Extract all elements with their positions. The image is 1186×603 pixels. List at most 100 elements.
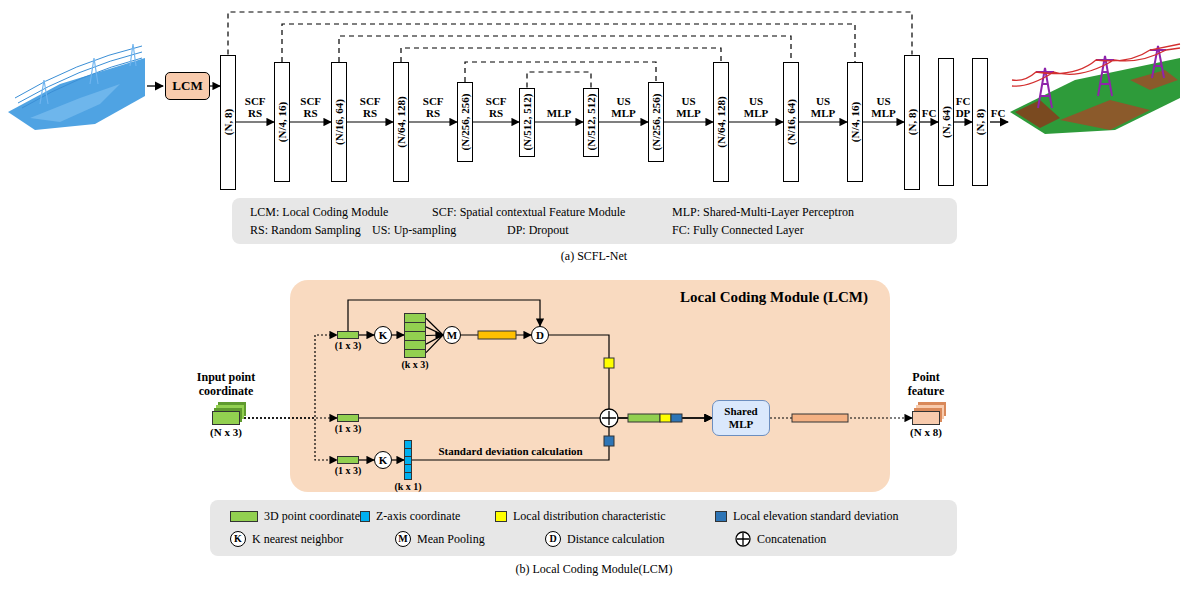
connector [359,459,374,460]
output-stack: Point feature(N x 8) [912,411,940,425]
edge-label: SCF RS [245,95,265,119]
coordinate-bar: (1 x 3) [337,414,359,422]
symbol-letter: K [234,534,242,544]
node-text: (N/512, 512) [522,94,533,151]
connector [392,334,404,335]
abbreviation-panel: LCM: Local Coding ModuleSCF: Spatial con… [232,198,957,244]
legend-item: KK nearest neighbor [230,531,343,547]
legend-text: Concatenation [757,532,826,547]
node-text: D [536,330,544,341]
edge-label: SCF RS [486,95,506,119]
edge-label: US MLP [611,95,635,119]
connector [920,121,938,122]
connector [549,335,712,418]
feature-map-box: (N, 8) [220,55,236,190]
coordinate-bar: (1 x 3) [337,331,359,339]
node-text: (N/256, 256) [460,94,471,151]
figure-caption: (b) Local Coding Module(LCM) [516,563,673,576]
distribution-square [604,358,614,368]
feature-map-box: (N, 64) [938,58,954,186]
node-text: (N/64, 128) [716,96,727,147]
node-text: FC: Fully Connected Layer [672,223,804,237]
node-text: US: Up-sampling [372,223,456,237]
feature-map-box: (N/4, 16) [847,62,863,182]
symbol-letter: M [398,534,407,544]
feature-map-box: (N/256, 256) [457,82,473,162]
legend-item: Local distribution characteristic [495,509,666,524]
node-text: Point feature [901,371,951,399]
legend-item: Concatenation [735,531,826,547]
output-arrow [990,121,1008,122]
elevation-std-square [604,436,614,446]
edge-label: SCF RS [423,95,443,119]
node-text: (N/512, 512) [586,94,597,151]
connector [599,121,648,122]
input-point-cloud [8,44,145,130]
connector [210,85,220,86]
node-text: SCF: Spatial contextual Feature Module [432,205,625,219]
symbol-letter: D [549,534,556,544]
node-text: Shared MLP [715,405,767,430]
skip-connection [282,24,855,62]
node-text: (1 x 3) [335,341,362,351]
input-arrow [147,85,163,86]
connector [359,334,374,335]
skip-connection [401,48,721,62]
legend-panel: 3D point coordinateZ-axis coordinate Loca… [210,500,957,556]
feature-map-box: (N/16, 64) [783,62,799,182]
edge-label: US MLP [676,95,700,119]
concat-circle [736,532,750,546]
point-feature-bar [792,414,848,422]
node-text: (1 x 3) [335,466,362,476]
concat-plus [737,533,749,545]
node-text: M [447,330,457,341]
legend-item: Z-axis coordinate [360,509,460,524]
node-text: (k x 3) [401,360,428,370]
knn-circle: K [374,451,392,469]
output-point-cloud [1010,44,1180,134]
edge-label: FC DP [956,95,971,119]
node-text: (N/64, 128) [396,96,407,147]
legend-swatch [715,511,727,522]
legend-item: Local elevation standard deviation [715,509,899,524]
edge-label: Standard deviation calculation [438,445,582,457]
node-text: (N/4, 16) [277,102,288,142]
legend-symbol: K [230,531,246,547]
legend-item: MMean Pooling [395,531,485,547]
node-text: RS: Random Sampling [250,223,361,237]
concatenation-symbol [600,409,618,427]
shared-mlp-box: Shared MLP [712,400,770,436]
feature-map-box: (N, 8) [972,58,988,186]
z-coordinate-stack: (k x 1) [404,440,412,480]
coordinate-bar: (1 x 3) [337,456,359,464]
lcm-box: LCM [165,72,210,100]
legend-text: Local distribution characteristic [513,509,666,524]
connector [664,121,713,122]
node-text: (N/256, 256) [651,94,662,151]
connector [535,121,583,122]
skip-connection [527,72,591,88]
connector [729,121,783,122]
edge-label: FC [922,107,937,119]
legend-symbol: M [395,531,411,547]
connector [392,459,404,460]
legend-symbol: D [545,531,561,547]
node-text: DP: Dropout [507,223,569,237]
legend-item: 3D point coordinate [230,509,360,524]
node-text: LCM [172,78,202,94]
connector [240,418,337,460]
node-text: (N, 8) [223,109,234,135]
legend-item: DDistance calculation [545,531,665,547]
node-text: (k x 1) [394,482,421,492]
feature-map-box: (N, 8) [904,55,920,190]
node-text: (N/16, 64) [334,99,345,145]
node-text: (1 x 3) [335,424,362,434]
knn-circle: K [374,326,392,344]
connector [799,121,847,122]
node-text: Input point coordinate [188,371,264,399]
feature-map-box: (N/4, 16) [274,62,290,182]
feature-map-box: (N/64, 128) [393,62,409,182]
edge-label: US MLP [871,95,895,119]
feature-map-box: (N/512, 512) [583,88,599,157]
node-text: (N x 8) [910,427,942,438]
